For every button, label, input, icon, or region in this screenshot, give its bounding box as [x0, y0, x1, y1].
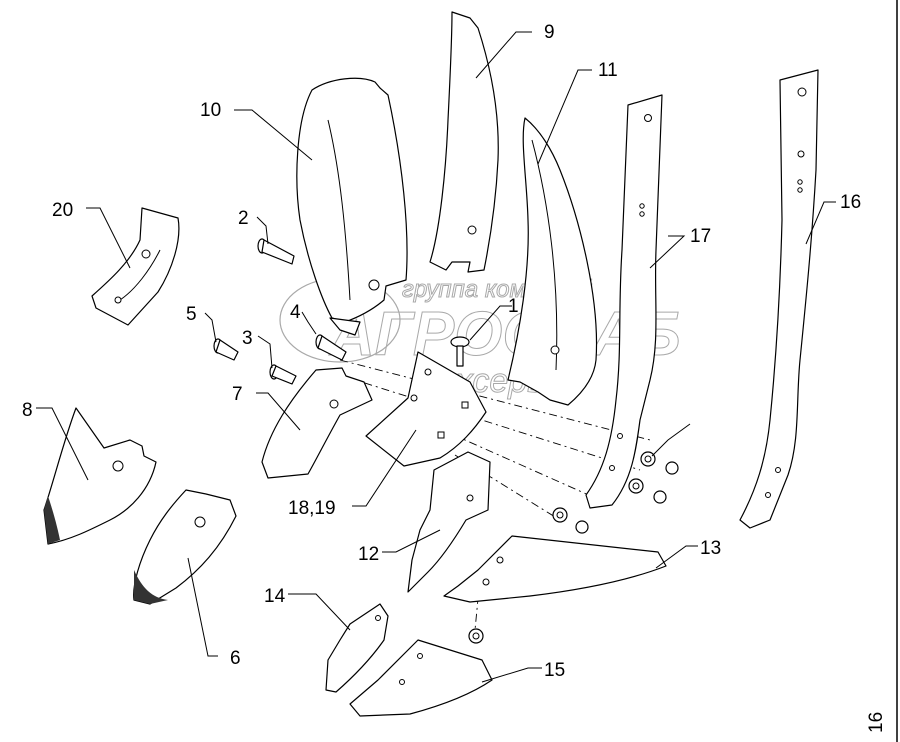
bolt-3 [269, 364, 297, 385]
part-20-heel [91, 207, 180, 326]
part-14-bracket [325, 603, 389, 693]
callout-13: 13 [700, 538, 721, 559]
part-13-blade [443, 535, 667, 603]
leader-lines [36, 31, 836, 683]
callout-1: 1 [508, 296, 519, 317]
callout-20: 20 [52, 200, 73, 221]
part-12-bracket [407, 451, 491, 593]
corner-mark: 16 [866, 712, 887, 733]
bolt-2 [257, 238, 295, 265]
callout-18-19: 18,19 [288, 498, 336, 519]
bolt-1 [450, 336, 470, 367]
callout-4: 4 [290, 302, 301, 323]
part-16-standard [739, 69, 819, 529]
callout-17: 17 [690, 226, 711, 247]
callout-3: 3 [242, 328, 253, 349]
callout-2: 2 [238, 208, 249, 229]
callout-6: 6 [230, 648, 241, 669]
callout-7: 7 [232, 384, 243, 405]
callout-12: 12 [358, 544, 379, 565]
callout-5: 5 [186, 304, 197, 325]
part-11-wing [507, 117, 598, 406]
bolt-4 [315, 334, 347, 361]
part-10-moldboard [296, 77, 408, 336]
part-8-share [43, 407, 157, 545]
fasteners [468, 451, 679, 644]
part-15-blade [349, 639, 493, 717]
callout-9: 9 [544, 22, 555, 43]
callout-11: 11 [598, 60, 618, 81]
part-18-19-frog [365, 351, 487, 467]
callout-15: 15 [544, 660, 565, 681]
part-9-shin [429, 11, 499, 273]
bolts [213, 238, 470, 385]
part-6-share [133, 489, 237, 605]
callouts: 9 10 11 17 16 20 2 4 3 5 1 7 18,19 8 6 1… [22, 22, 861, 681]
callout-14: 14 [264, 586, 286, 607]
callout-10: 10 [200, 100, 221, 121]
callout-16: 16 [840, 192, 861, 213]
part-7-share-point [261, 367, 373, 479]
part-17-standard [585, 94, 663, 509]
bolt-5 [213, 338, 239, 361]
callout-8: 8 [22, 400, 33, 421]
